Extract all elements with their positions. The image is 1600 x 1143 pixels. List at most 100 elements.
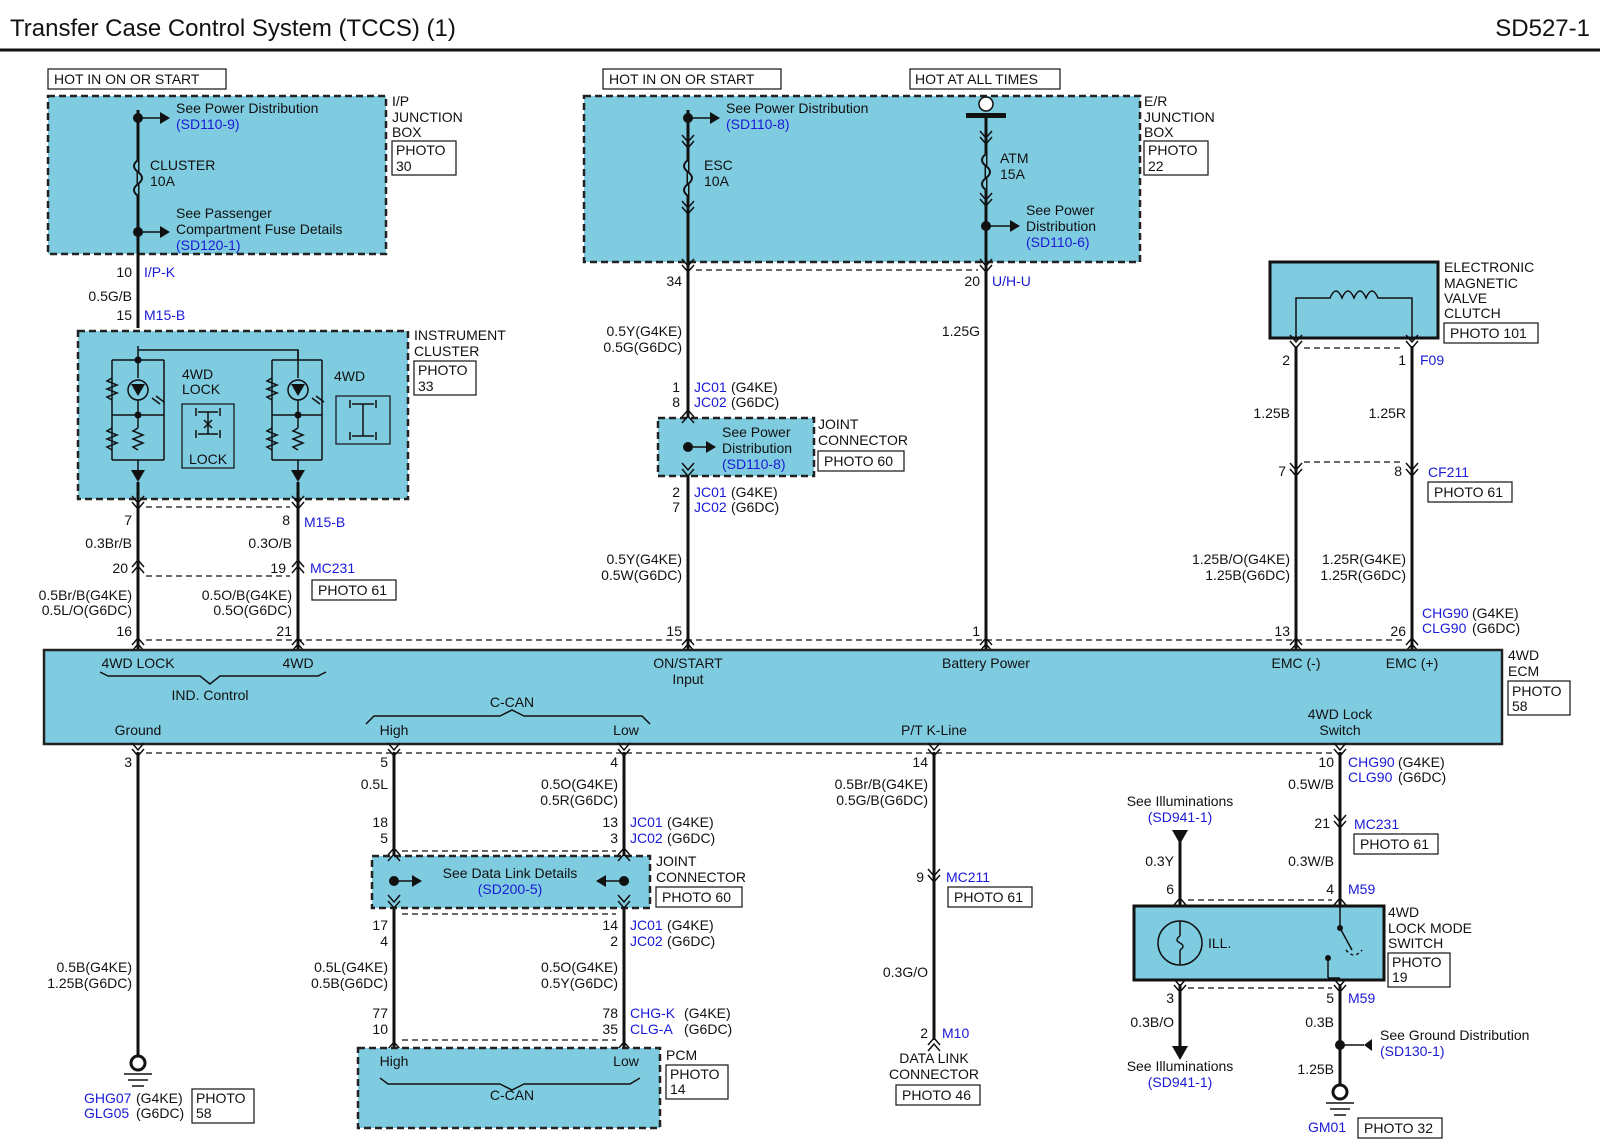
label-wires-w05b: 0.5B(G4KE) xyxy=(57,959,132,975)
label-pins-p1b: 1 xyxy=(972,623,980,639)
label-conn-g6dc: (G6DC) xyxy=(667,933,715,949)
label-ecm-ground: Ground xyxy=(115,722,162,738)
label-pins-p15b: 15 xyxy=(666,623,682,639)
label-conn-m15b: M15-B xyxy=(144,307,185,323)
ip-junction-box xyxy=(46,94,388,256)
label-pins-q4: 4 xyxy=(610,754,618,770)
label-gnd-photo2: 58 xyxy=(196,1105,212,1121)
label-jc2-ref: (SD200-5) xyxy=(478,881,543,897)
label-conn-chg90: CHG90 xyxy=(1422,605,1469,621)
label-pins-q5: 5 xyxy=(380,754,388,770)
label-wires-w125g: 1.25G xyxy=(942,323,980,339)
label-ip_box-see1: See Power Distribution xyxy=(176,100,318,116)
label-conn-cf211: CF211 xyxy=(1428,464,1469,480)
label-wires-w125bo: 1.25B/O(G4KE) xyxy=(1192,551,1290,567)
label-wires-w03wb: 0.3W/B xyxy=(1288,853,1334,869)
label-wires-w125r: 1.25R xyxy=(1369,405,1406,421)
label-er_box-see2a: See Power xyxy=(1026,202,1095,218)
label-wires-w03brb: 0.3Br/B xyxy=(85,535,132,551)
label-jc1-l1: JOINT xyxy=(818,416,859,432)
label-wires-w03b: 0.3B xyxy=(1305,1014,1334,1030)
label-ip_box-l3: BOX xyxy=(392,124,422,140)
label-conn-mc231b: MC231 xyxy=(1354,816,1399,832)
label-conn-g4ke: (G4KE) xyxy=(731,379,778,395)
label-pins-q10s: 10 xyxy=(1318,754,1334,770)
label-pins-q78: 78 xyxy=(602,1005,618,1021)
label-wires-w05ob: 0.5O/B(G4KE) xyxy=(202,587,292,603)
label-illum-t1r: (SD941-1) xyxy=(1148,809,1213,825)
label-er_box-atm1: ATM xyxy=(1000,150,1029,166)
hot-label-c: HOT AT ALL TIMES xyxy=(915,71,1038,87)
label-cluster-lock1: 4WD xyxy=(182,366,213,382)
label-gnd-glg: GLG05 xyxy=(84,1105,129,1121)
label-ecm-batt: Battery Power xyxy=(942,655,1030,671)
label-pcm-low: Low xyxy=(613,1053,640,1069)
label-conn-mc231_photo: PHOTO 61 xyxy=(318,582,387,598)
label-pcm-ccan: C-CAN xyxy=(490,1087,534,1103)
label-valve-l2: MAGNETIC xyxy=(1444,275,1518,291)
label-gnd-see: See Ground Distribution xyxy=(1380,1027,1529,1043)
label-wires-w05brb2: 0.5Br/B(G4KE) xyxy=(835,776,928,792)
label-conn-ipk: I/P-K xyxy=(144,264,176,280)
label-er_box-see2b: Distribution xyxy=(1026,218,1096,234)
label-conn-jc01: JC01 xyxy=(694,484,727,500)
label-cluster-photo2: 33 xyxy=(418,378,434,394)
label-conn-m15b2: M15-B xyxy=(304,514,345,530)
label-er_box-l1: E/R xyxy=(1144,93,1167,109)
label-ecm-fwd: 4WD xyxy=(282,655,313,671)
label-conn-g4ke: (G4KE) xyxy=(731,484,778,500)
label-ip_box-l2: JUNCTION xyxy=(392,109,463,125)
label-gnd-ghg_s: (G4KE) xyxy=(136,1090,183,1106)
label-gnd-photo1: PHOTO xyxy=(196,1090,246,1106)
label-gnd-gm_photo: PHOTO 32 xyxy=(1364,1120,1433,1136)
label-er_box-esc2: 10A xyxy=(704,173,730,189)
label-conn-g6dc: (G6DC) xyxy=(667,830,715,846)
label-conn-g6dc: (G6DC) xyxy=(731,394,779,410)
label-pins-p34: 34 xyxy=(666,273,682,289)
label-conn-jc01: JC01 xyxy=(694,379,727,395)
label-wires-w05y: 0.5Y(G4KE) xyxy=(607,323,682,339)
label-conn-clg90: CLG90 xyxy=(1422,620,1467,636)
label-valve-l3: VALVE xyxy=(1444,290,1487,306)
label-conn-m59: M59 xyxy=(1348,881,1375,897)
label-er_box-see1: See Power Distribution xyxy=(726,100,868,116)
label-jc2-l2: CONNECTOR xyxy=(656,869,746,885)
label-pins-q14: 14 xyxy=(602,917,618,933)
label-ecm-l1: 4WD xyxy=(1508,647,1539,663)
label-wires-w125b3: 1.25B xyxy=(1297,1061,1334,1077)
label-wires-w125r2: 1.25R(G6DC) xyxy=(1320,567,1406,583)
label-gnd-ghg: GHG07 xyxy=(84,1090,132,1106)
label-wires-w03go: 0.3G/O xyxy=(883,964,928,980)
label-sw-l1: 4WD xyxy=(1388,904,1419,920)
label-wires-w05o: 0.5O(G6DC) xyxy=(213,602,292,618)
label-conn-chg90: CHG90 xyxy=(1348,754,1395,770)
label-wires-w05l2: 0.5L(G4KE) xyxy=(314,959,388,975)
label-conn-f09: F09 xyxy=(1420,352,1444,368)
label-dlc-l1: DATA LINK xyxy=(899,1050,969,1066)
label-ecm-high: High xyxy=(380,722,409,738)
label-pins-q14k: 14 xyxy=(912,754,928,770)
ecm-4wd xyxy=(42,648,1504,746)
label-gnd-glg_s: (G6DC) xyxy=(136,1105,184,1121)
label-pins-p16: 16 xyxy=(116,623,132,639)
label-cluster-fwd: 4WD xyxy=(334,368,365,384)
label-valve-l1: ELECTRONIC xyxy=(1444,259,1534,275)
label-pins-q4s: 4 xyxy=(1326,881,1334,897)
label-pins-q21: 21 xyxy=(1314,815,1330,831)
label-jc2-l1: JOINT xyxy=(656,853,697,869)
lock-icon-label: LOCK xyxy=(189,451,228,467)
label-ecm-sw1: 4WD Lock xyxy=(1308,706,1374,722)
label-jc1-s2: Distribution xyxy=(722,440,792,456)
label-pins-q9: 9 xyxy=(916,869,924,885)
label-conn-jc02: JC02 xyxy=(630,933,663,949)
label-ecm-low: Low xyxy=(613,722,640,738)
label-ecm-lock: 4WD LOCK xyxy=(101,655,175,671)
label-ecm-on1: ON/START xyxy=(653,655,723,671)
label-wires-w05wb: 0.5W/B xyxy=(1288,776,1334,792)
label-wires-w05lo: 0.5L/O(G6DC) xyxy=(42,602,132,618)
label-wires-w05y3: 0.5Y(G6DC) xyxy=(541,975,618,991)
label-gnd-ref: (SD130-1) xyxy=(1380,1043,1445,1059)
label-cluster-l2: CLUSTER xyxy=(414,343,479,359)
label-wires-w05w: 0.5W(G6DC) xyxy=(601,567,682,583)
label-conn-g4ke: (G4KE) xyxy=(667,917,714,933)
